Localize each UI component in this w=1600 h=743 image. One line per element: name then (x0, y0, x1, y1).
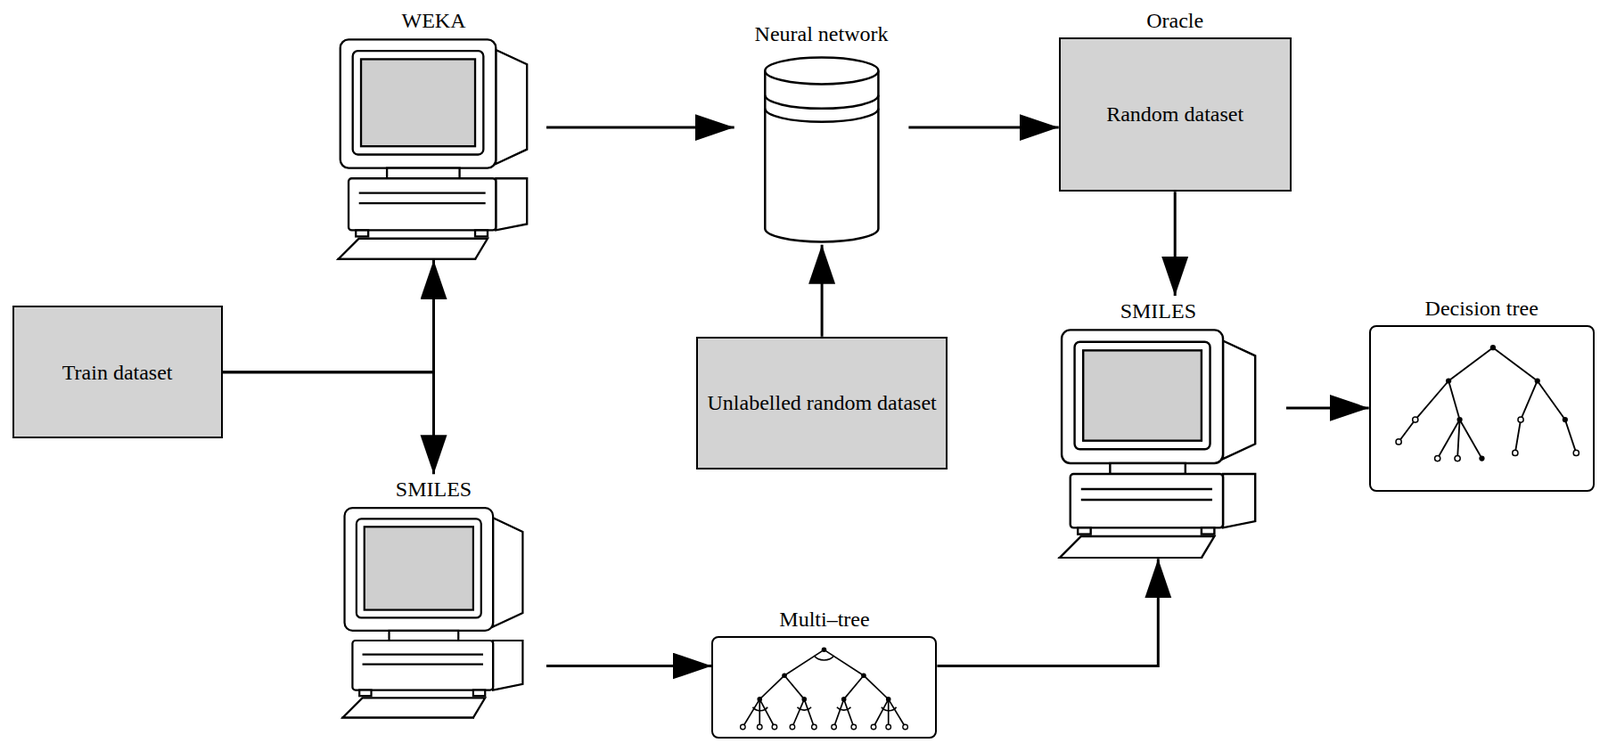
node-label: Oracle (1058, 5, 1292, 38)
node-label: Decision tree (1369, 293, 1595, 326)
flow-arrow (936, 558, 1158, 666)
node-label: WEKA (320, 5, 547, 38)
flow-arrow (820, 245, 824, 337)
node-label: Unlabelled random dataset (706, 389, 936, 417)
flow-arrow (546, 664, 713, 668)
computer-illustration (1030, 328, 1287, 559)
node-label: Multi–tree (711, 604, 937, 637)
flow-arrow (222, 372, 435, 476)
computer-icon: WEKA (320, 5, 547, 261)
dataset-box: Unlabelled random dataset (696, 336, 947, 470)
node-label: Random dataset (1106, 100, 1244, 128)
computer-illustration (320, 506, 547, 720)
computer-icon: SMILES (1030, 295, 1287, 559)
oracle-box: OracleRandom dataset (1058, 5, 1292, 192)
tree-panel (1369, 325, 1595, 493)
flow-arrow (1286, 406, 1370, 410)
multitree-illustration (713, 638, 936, 738)
computer-illustration (320, 37, 547, 261)
node-label: Train dataset (62, 359, 173, 386)
database-cylinder: Neural network (734, 18, 910, 246)
flow-arrow (222, 260, 435, 373)
dataset-box: Train dataset (12, 305, 223, 439)
flow-arrow (908, 126, 1059, 130)
icon-area (734, 50, 910, 246)
dataset-panel: Random dataset (1058, 37, 1292, 192)
dtree-illustration (1370, 327, 1593, 491)
icon-area (320, 37, 547, 261)
node-label: SMILES (320, 474, 547, 507)
tree-box: Multi–tree (711, 604, 937, 739)
tree-panel (711, 636, 937, 739)
node-label: Neural network (734, 18, 910, 51)
tree-box: Decision tree (1369, 293, 1595, 493)
icon-area (1030, 328, 1287, 559)
cylinder-illustration (734, 50, 910, 246)
flow-arrow (1173, 191, 1177, 296)
node-label: SMILES (1030, 295, 1287, 329)
icon-area (320, 506, 547, 720)
computer-icon: SMILES (320, 474, 547, 720)
flow-arrow (546, 126, 735, 130)
